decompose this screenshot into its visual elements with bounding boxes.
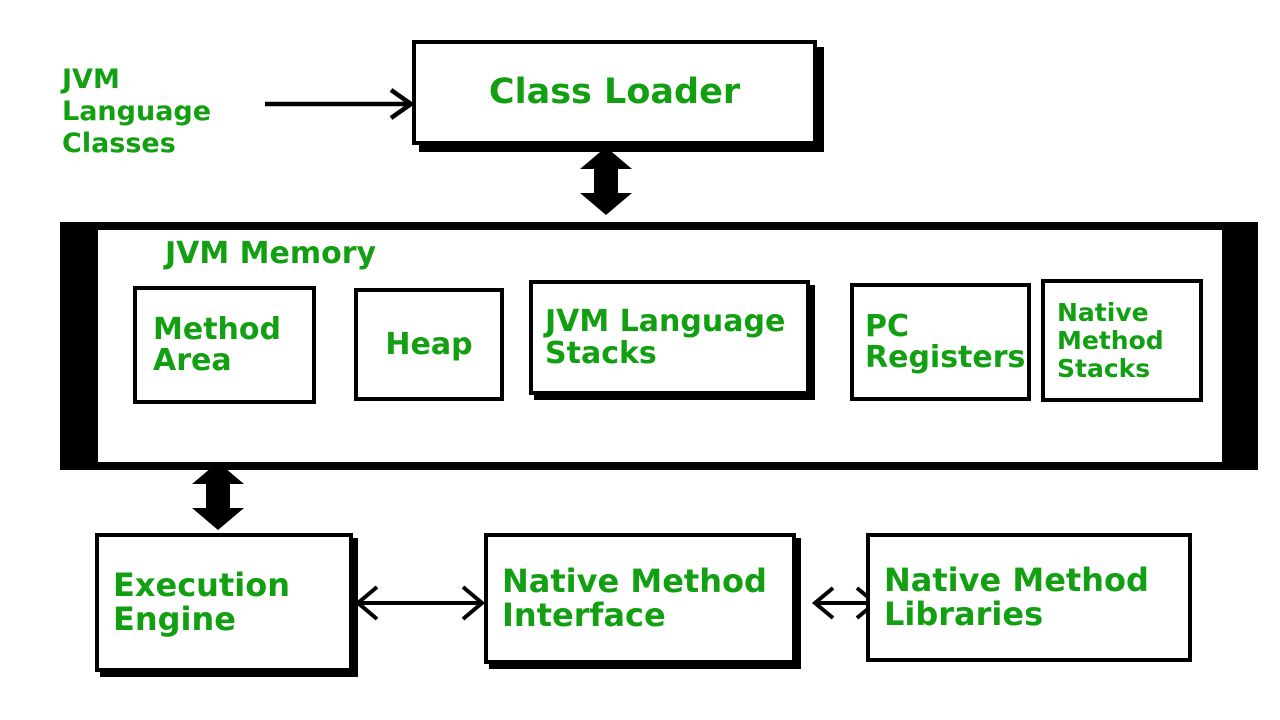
box-pc-registers[interactable]: PC Registers [850, 283, 1031, 401]
box-execution-engine-label: Execution Engine [113, 565, 290, 638]
box-class-loader[interactable]: Class Loader [412, 40, 817, 145]
box-native-method-stacks[interactable]: Native Method Stacks [1041, 279, 1203, 402]
box-execution-engine[interactable]: Execution Engine [95, 533, 353, 672]
box-heap-label: Heap [385, 326, 473, 362]
box-native-method-interface[interactable]: Native Method Interface [484, 533, 796, 664]
arrow-execution-engine-to-native-method-interface [354, 585, 486, 621]
box-pc-registers-label: PC Registers [865, 308, 1026, 375]
arrow-classes-to-class-loader [265, 88, 415, 120]
block-arrow-class-loader-jvm-memory [578, 147, 634, 215]
box-class-loader-label: Class Loader [488, 72, 741, 113]
block-arrow-jvm-memory-execution-engine [190, 462, 246, 530]
box-native-method-interface-label: Native Method Interface [502, 561, 767, 634]
box-native-method-libraries[interactable]: Native Method Libraries [866, 533, 1192, 662]
caption-jvm-language-classes: JVM Language Classes [62, 64, 212, 159]
box-jvm-language-stacks[interactable]: JVM Language Stacks [529, 280, 810, 395]
box-jvm-language-stacks-label: JVM Language Stacks [545, 304, 786, 371]
box-method-area[interactable]: Method Area [133, 286, 316, 404]
box-method-area-label: Method Area [153, 311, 281, 378]
box-native-method-libraries-label: Native Method Libraries [884, 560, 1149, 633]
box-jvm-memory-label: JVM Memory [165, 236, 377, 271]
box-heap[interactable]: Heap [354, 288, 504, 401]
box-native-method-stacks-label: Native Method Stacks [1057, 297, 1164, 383]
